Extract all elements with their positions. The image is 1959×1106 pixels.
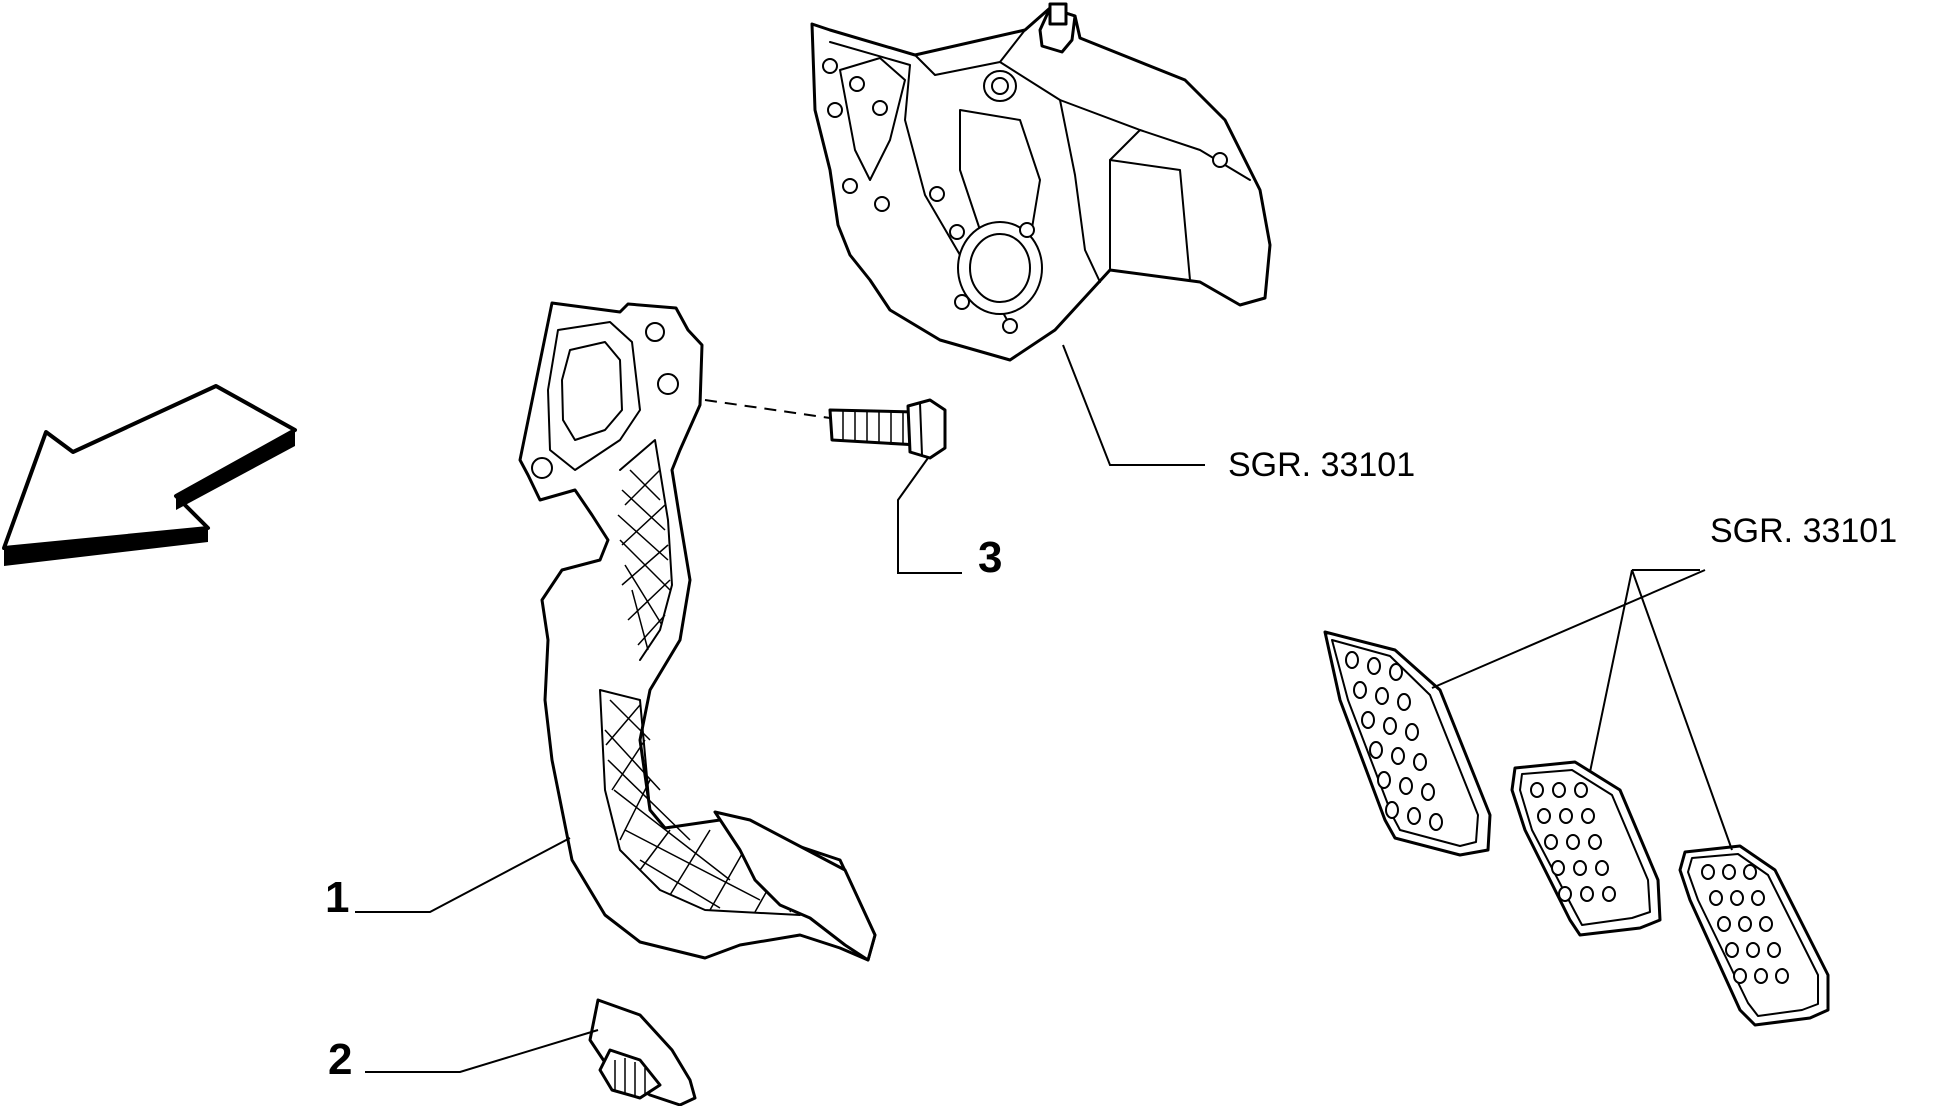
pad-hole [1722,864,1736,880]
pad-hole [1369,741,1383,759]
pedal-box-bracket [810,2,1272,362]
pad-hole [1551,860,1565,876]
pad-hole [1383,717,1397,735]
pedal-pads-leader [1431,569,1733,851]
pad-hole [1733,968,1747,984]
pad-hole [1405,723,1419,741]
pad-hole [1367,657,1381,675]
pad-hole [1385,801,1399,819]
pad-hole [1588,834,1602,850]
pad-hole [1391,747,1405,765]
pad-hole [1397,693,1411,711]
pad-hole [1581,808,1595,824]
pad-hole [1746,942,1760,958]
direction-arrow-icon [2,384,297,566]
pedal-pads-reference: SGR. 33101 [1710,512,1897,550]
pad-hole [1767,942,1781,958]
pad-hole [1759,916,1773,932]
pedal-box-leader [1062,344,1205,466]
pad-hole [1775,968,1789,984]
pad-hole [1559,808,1573,824]
pad-hole [1580,886,1594,902]
pad-hole [1345,651,1359,669]
pad-hole [1413,753,1427,771]
pad-hole [1574,782,1588,798]
pad-hole [1544,834,1558,850]
pad-hole [1566,834,1580,850]
pedal-pad-medium-holes [1530,782,1616,902]
pad-hole [1407,807,1421,825]
pad-hole [1725,942,1739,958]
pedal-pad-small-holes [1701,864,1789,984]
pad-hole [1717,916,1731,932]
pedal-pad-large-holes [1345,651,1443,831]
pad-hole [1552,782,1566,798]
part1-leader [355,837,571,913]
pad-hole [1701,864,1715,880]
bolt [828,398,947,460]
callout-2: 2 [328,1035,352,1084]
pad-hole [1399,777,1413,795]
assembly-dashed-line [704,399,831,419]
pad-hole [1709,890,1723,906]
pad-hole [1537,808,1551,824]
pad-hole [1754,968,1768,984]
pad-hole [1743,864,1757,880]
pedal-pad-medium [1510,760,1662,937]
pad-hole [1573,860,1587,876]
pad-hole [1353,681,1367,699]
part3-leader [897,457,962,574]
pad-hole [1751,890,1765,906]
pad-hole [1602,886,1616,902]
pedal-arm [518,301,877,962]
pedal-box-reference: SGR. 33101 [1228,446,1415,484]
pad-hole [1730,890,1744,906]
pad-hole [1558,886,1572,902]
pad-hole [1738,916,1752,932]
pad-hole [1530,782,1544,798]
pedal-stop-clip [588,998,697,1106]
pad-hole [1429,813,1443,831]
pad-hole [1377,771,1391,789]
callout-3: 3 [978,533,1002,582]
pad-hole [1361,711,1375,729]
callout-1: 1 [325,873,349,922]
part2-leader [365,1029,599,1073]
pad-hole [1375,687,1389,705]
pad-hole [1421,783,1435,801]
pad-hole [1389,663,1403,681]
pad-hole [1595,860,1609,876]
